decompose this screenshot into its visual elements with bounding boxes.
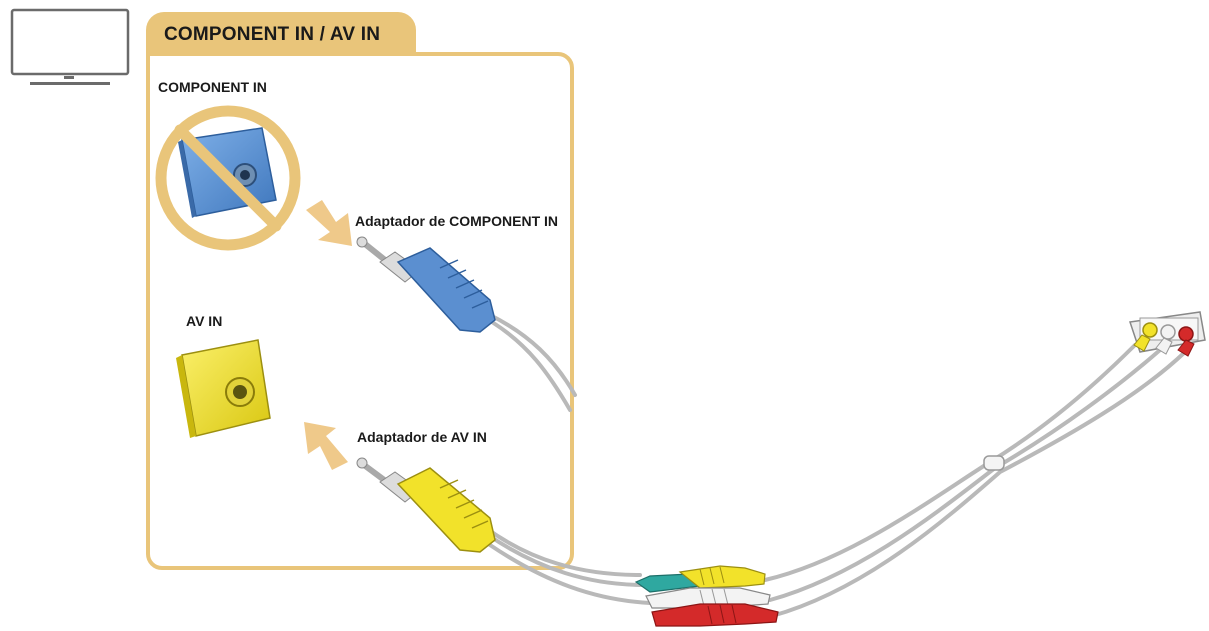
- rca-white-jack: [1160, 324, 1176, 340]
- component-in-label: COMPONENT IN: [158, 79, 267, 95]
- rca-plug-red: [651, 603, 779, 627]
- rca-terminal: [1129, 311, 1206, 357]
- av-adapter-plug: [356, 457, 496, 553]
- rca-yellow-jack: [1142, 322, 1158, 338]
- arrow-right-icon: [306, 200, 352, 246]
- prohibited-icon: [155, 105, 301, 251]
- adapter-av-in-label: Adaptador de AV IN: [357, 429, 487, 445]
- tv-icon: [10, 8, 130, 85]
- panel-title: COMPONENT IN / AV IN: [164, 24, 381, 45]
- component-adapter-plug: [356, 236, 496, 333]
- rca-plug-white: [645, 587, 771, 609]
- panel-tab: [146, 12, 416, 58]
- rca-cable-bundle: [763, 343, 1187, 618]
- rca-plugs: [634, 565, 779, 627]
- rca-red-jack: [1178, 326, 1194, 342]
- av-in-jack: [176, 339, 271, 438]
- cable-clip: [983, 455, 1005, 471]
- arrow-left-icon: [304, 422, 348, 470]
- adapter-component-in-label: Adaptador de COMPONENT IN: [355, 213, 559, 229]
- adapter-cables: [484, 313, 652, 605]
- av-in-label: AV IN: [186, 313, 223, 329]
